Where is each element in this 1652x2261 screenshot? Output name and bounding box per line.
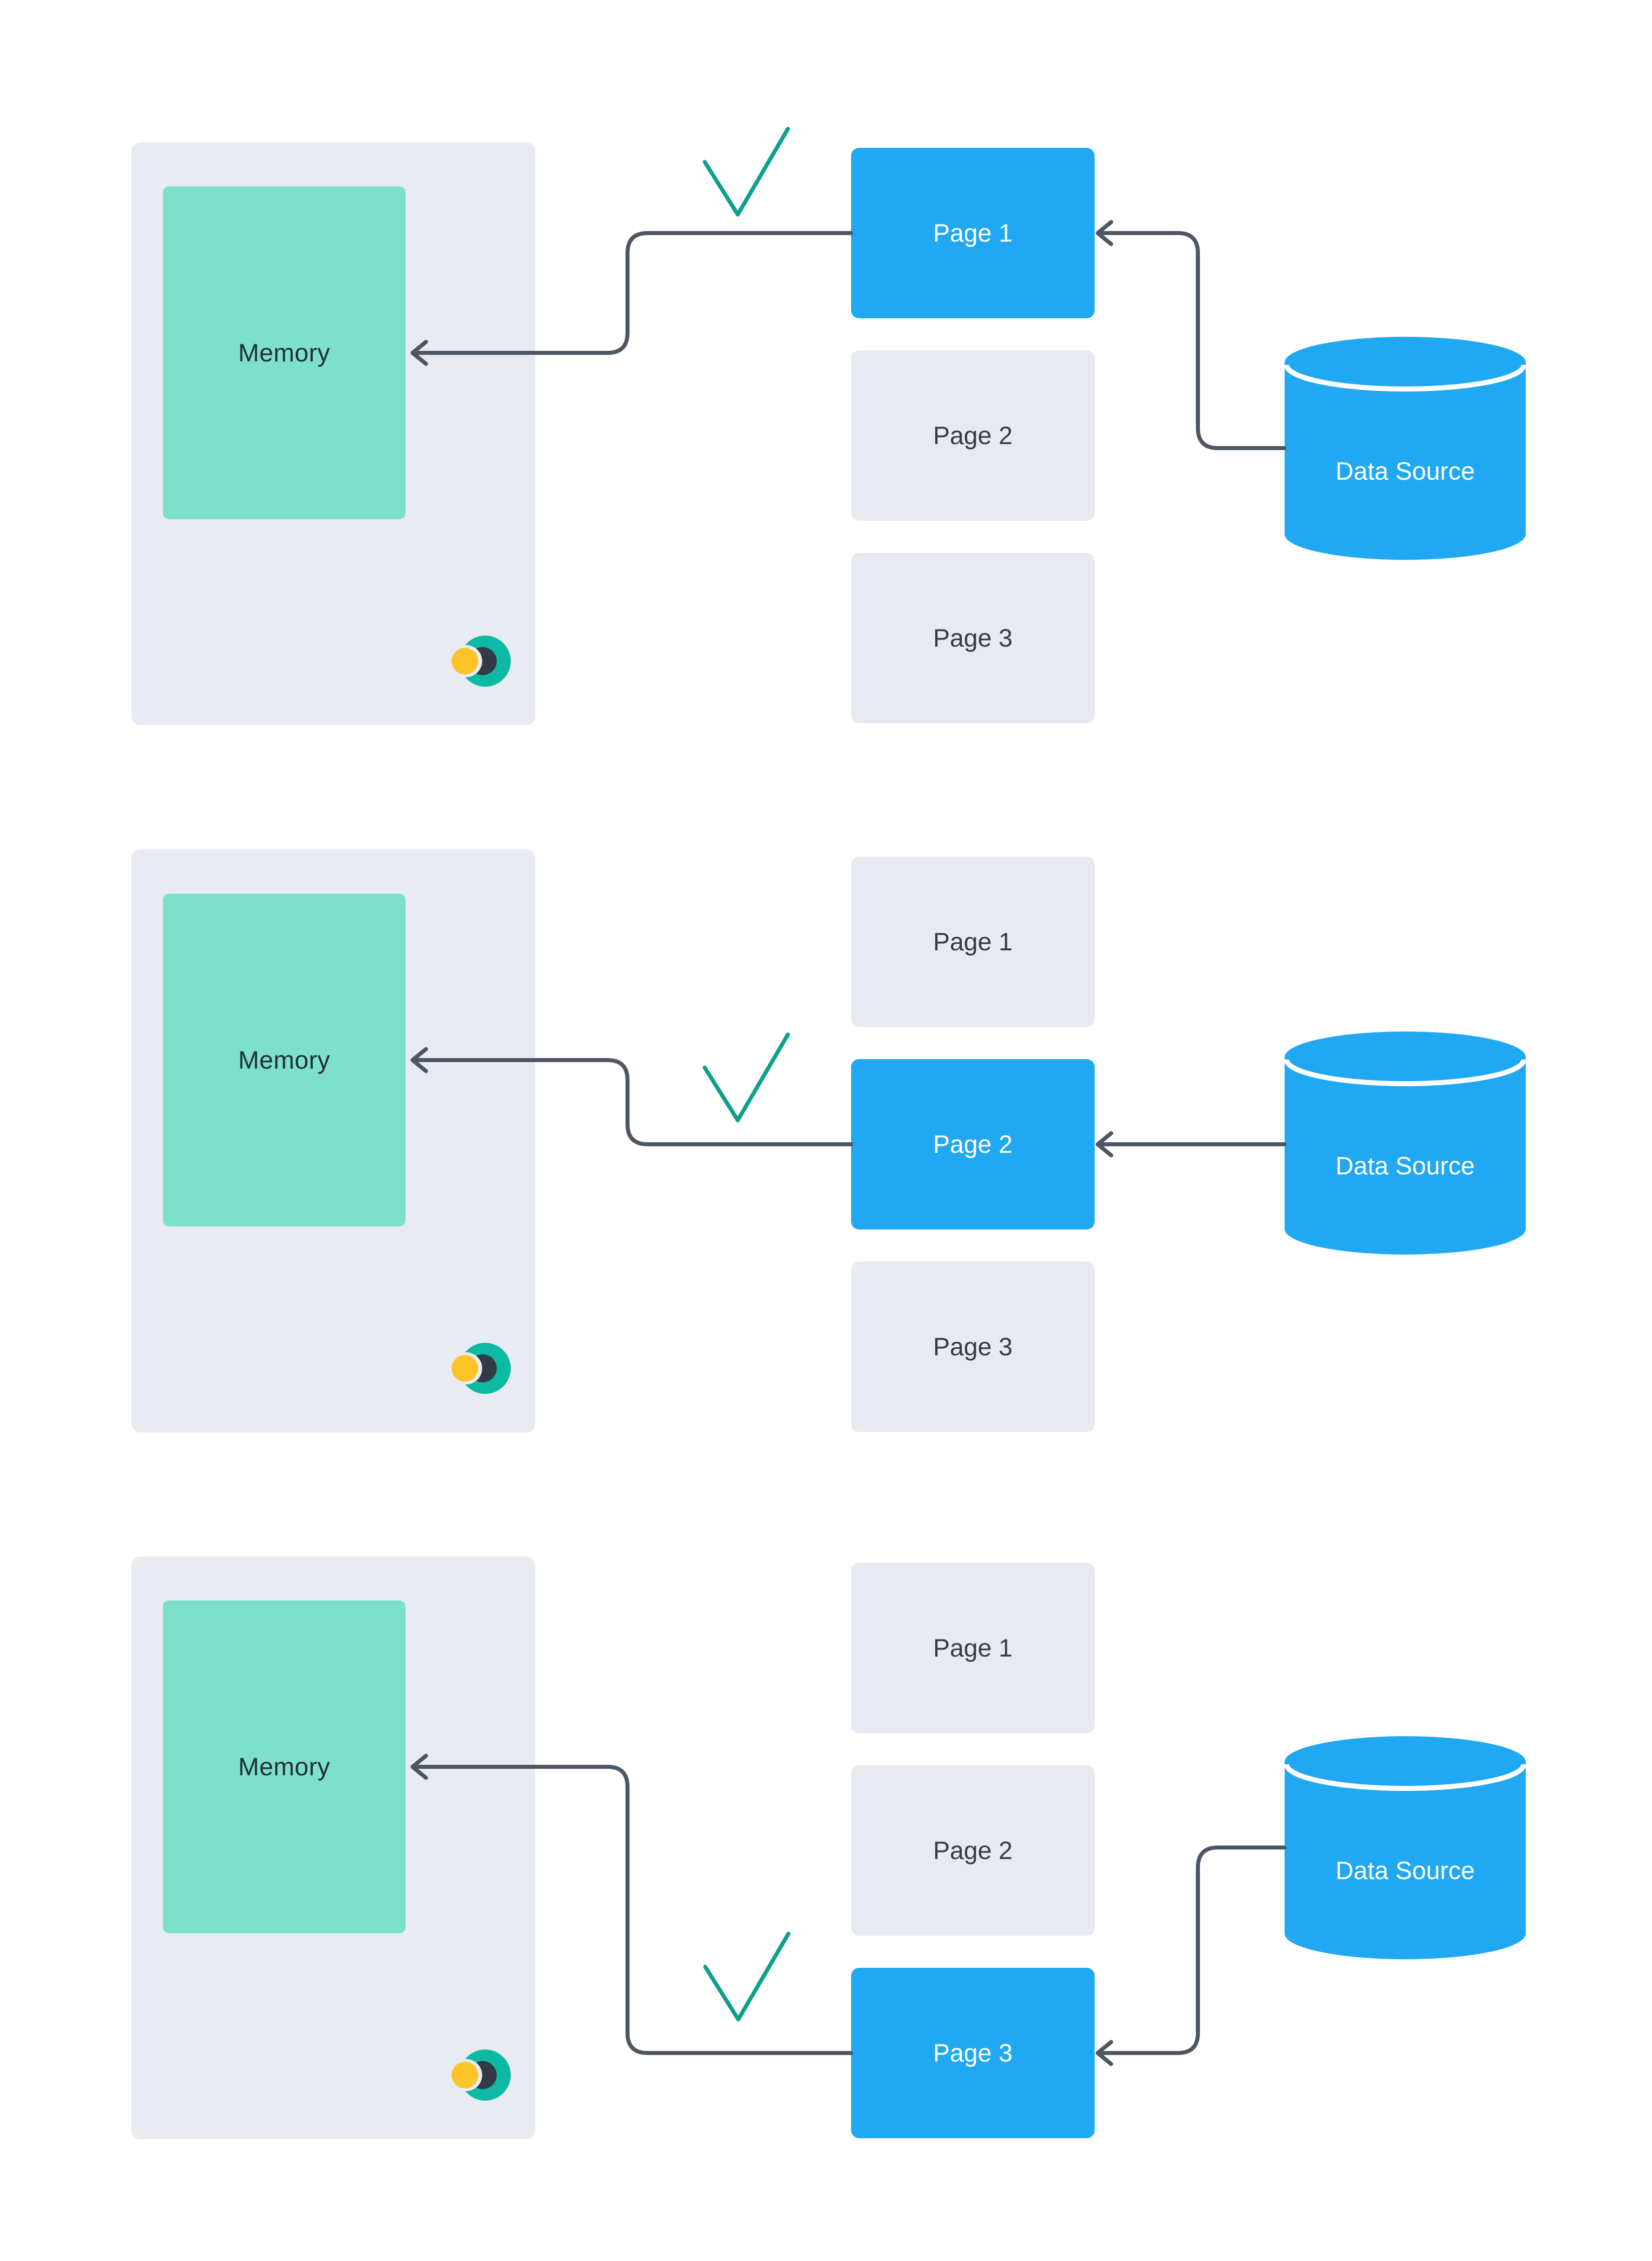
cylinder-rim-highlight xyxy=(1285,1059,1526,1087)
page-box-2: Page 2 xyxy=(851,350,1095,521)
crescent-logo-icon xyxy=(450,1343,511,1394)
page-box-3-active: Page 3 xyxy=(851,1968,1095,2138)
memory-box: Memory xyxy=(163,894,405,1226)
memory-box: Memory xyxy=(163,186,405,519)
page-box-2: Page 2 xyxy=(851,1765,1095,1936)
database-cylinder-icon xyxy=(1285,1736,1526,1959)
page-label: Page 3 xyxy=(933,2039,1013,2067)
datasource-cylinder: Data Source xyxy=(1285,1736,1526,1959)
memory-label: Memory xyxy=(238,1753,330,1781)
logo-yellow-circle xyxy=(452,1355,478,1382)
page-box-3: Page 3 xyxy=(851,1262,1095,1432)
crescent-logo-icon xyxy=(450,636,511,687)
checkmark-icon xyxy=(703,1932,790,2021)
page-box-2-active: Page 2 xyxy=(851,1059,1095,1229)
memory-panel-row2: Memory xyxy=(131,850,535,1432)
checkmark-icon xyxy=(703,127,790,217)
memory-label: Memory xyxy=(238,1046,330,1074)
connector-datasource-to-page3 xyxy=(1096,1845,1287,2066)
page-label: Page 1 xyxy=(933,1634,1013,1662)
logo-yellow-circle xyxy=(452,648,478,675)
memory-panel-row3: Memory xyxy=(131,1556,535,2139)
datasource-label: Data Source xyxy=(1335,1857,1475,1885)
page-label: Page 1 xyxy=(933,928,1013,956)
crescent-logo-icon xyxy=(450,2049,511,2101)
database-cylinder-icon xyxy=(1285,1032,1526,1255)
datasource-label: Data Source xyxy=(1335,457,1475,485)
page-label: Page 2 xyxy=(933,1836,1013,1865)
memory-panel-row1: Memory xyxy=(131,142,535,725)
left-arrowhead-icon xyxy=(1096,1131,1113,1157)
page-label: Page 1 xyxy=(933,219,1013,247)
memory-box: Memory xyxy=(163,1600,405,1933)
page-label: Page 2 xyxy=(933,1130,1013,1158)
left-arrowhead-icon xyxy=(1096,2040,1113,2066)
page-label: Page 2 xyxy=(933,422,1013,450)
checkmark-icon xyxy=(703,1033,790,1122)
database-cylinder-icon xyxy=(1285,337,1526,560)
logo-yellow-circle xyxy=(452,2062,478,2089)
cylinder-rim-highlight xyxy=(1285,364,1526,392)
connector-datasource-to-page1 xyxy=(1096,220,1287,450)
page-label: Page 3 xyxy=(933,624,1013,652)
page-box-1: Page 1 xyxy=(851,1563,1095,1733)
page-box-1-active: Page 1 xyxy=(851,148,1095,318)
datasource-cylinder: Data Source xyxy=(1285,1032,1526,1255)
datasource-cylinder: Data Source xyxy=(1285,337,1526,560)
left-arrowhead-icon xyxy=(1096,220,1113,246)
memory-label: Memory xyxy=(238,339,330,367)
datasource-label: Data Source xyxy=(1335,1152,1475,1180)
cylinder-rim-highlight xyxy=(1285,1764,1526,1791)
page-box-3: Page 3 xyxy=(851,553,1095,723)
connector-datasource-to-page2 xyxy=(1096,1131,1287,1157)
page-label: Page 3 xyxy=(933,1333,1013,1361)
page-box-1: Page 1 xyxy=(851,857,1095,1027)
